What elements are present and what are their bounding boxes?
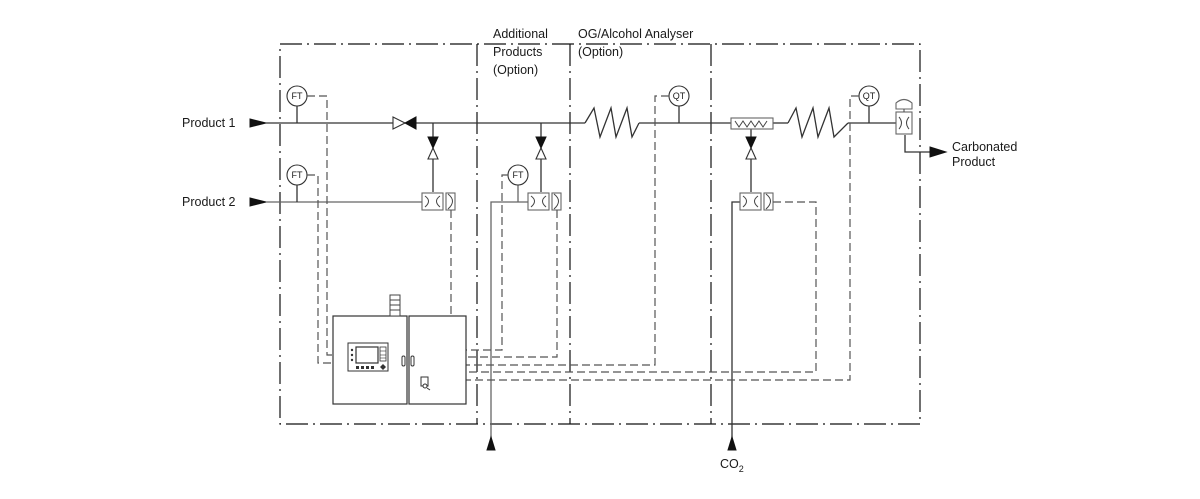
control-valve-2-icon — [527, 192, 562, 211]
control-cabinet — [332, 294, 467, 405]
cabinet-vent-icon — [389, 294, 401, 317]
flow-transmitter-2: FT — [286, 164, 308, 202]
co2-supply-line — [731, 201, 740, 440]
co2-arrow-icon — [727, 435, 737, 451]
product1-inlet: Product 1 — [182, 116, 267, 130]
mixing-coil-1-icon — [584, 105, 640, 140]
co2-label: CO2 — [720, 457, 744, 474]
flow-transmitter-1: FT — [286, 85, 308, 123]
section-labels: Additional Products (Option) OG/Alcohol … — [493, 27, 693, 77]
door-lock-icon — [420, 376, 431, 391]
carbonated-label-1: Carbonated — [952, 140, 1017, 154]
svg-text:FT: FT — [513, 170, 524, 180]
control-valve-1-icon — [421, 192, 456, 211]
flow-transmitter-3: FT — [507, 164, 529, 202]
pressure-control-valve-icon — [895, 98, 913, 135]
og-analyser-label-1: OG/Alcohol Analyser — [578, 27, 693, 41]
system-boundaries — [279, 43, 921, 425]
door-handle-right-icon — [410, 355, 415, 367]
outlet-line — [904, 135, 935, 153]
signal-ft1 — [307, 95, 333, 356]
cabinet-right-door — [408, 315, 467, 405]
product2-label: Product 2 — [182, 195, 236, 209]
valve-1-icon — [427, 136, 439, 160]
hmi-panel-icon — [347, 342, 389, 372]
main-system-boundary — [279, 43, 921, 425]
product1-arrow-icon — [249, 118, 267, 128]
mixing-coil-2-icon — [787, 105, 849, 140]
signal-ft3 — [466, 174, 508, 351]
quality-transmitter-2: QT — [858, 85, 880, 123]
signal-qt1 — [466, 95, 669, 366]
svg-text:QT: QT — [673, 91, 686, 101]
carbonated-label-2: Product — [952, 155, 996, 169]
signal-co2-cv — [466, 201, 817, 373]
quality-transmitter-1: QT — [668, 85, 690, 123]
process-lines — [266, 122, 948, 451]
signal-qt2 — [466, 95, 859, 381]
additional-products-label-1: Additional — [493, 27, 548, 41]
co2-injector-icon — [730, 117, 774, 130]
additional-product-arrow-icon — [486, 435, 496, 451]
additional-product-line — [490, 201, 528, 440]
signal-lines — [307, 95, 859, 381]
valve-2-icon — [535, 136, 547, 160]
product2-inlet: Product 2 — [182, 195, 267, 209]
og-analyser-label-2: (Option) — [578, 45, 623, 59]
door-handle-left-icon — [401, 355, 406, 367]
additional-products-label-3: (Option) — [493, 63, 538, 77]
svg-text:FT: FT — [292, 170, 303, 180]
signal-ft2 — [307, 174, 333, 364]
svg-text:QT: QT — [863, 91, 876, 101]
additional-products-label-2: Products — [493, 45, 542, 59]
co2-control-valve-icon — [739, 192, 774, 211]
check-valve-icon — [392, 116, 417, 130]
outlet-arrow-icon — [929, 146, 948, 158]
product2-arrow-icon — [249, 197, 267, 207]
signal-cv2 — [466, 210, 558, 358]
product1-label: Product 1 — [182, 116, 236, 130]
svg-text:FT: FT — [292, 91, 303, 101]
co2-valve-icon — [745, 136, 757, 160]
